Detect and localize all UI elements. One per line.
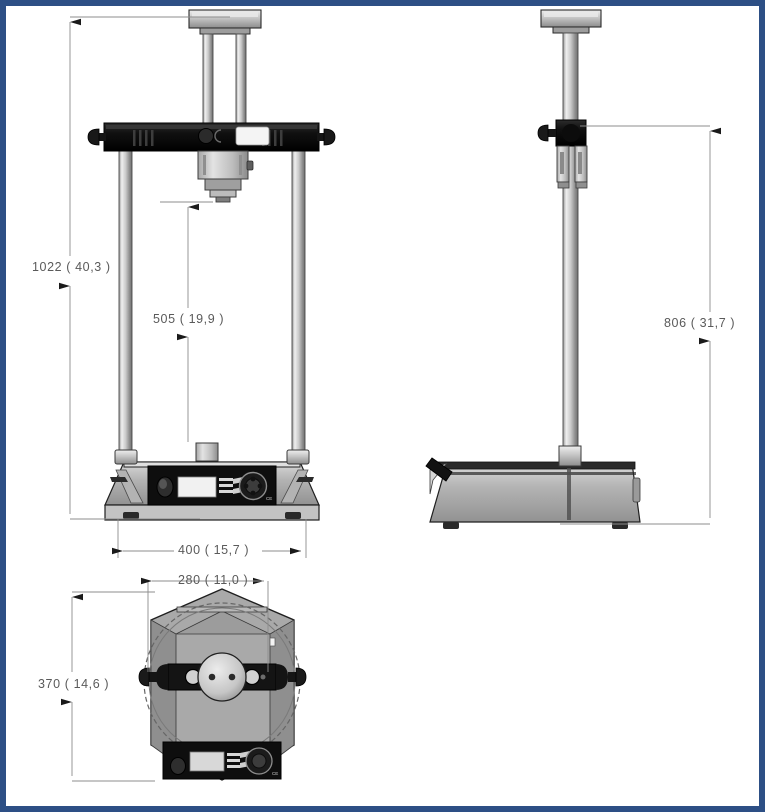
front-load-cell xyxy=(197,150,254,203)
dim-overall-height xyxy=(59,16,230,520)
top-indicator-light xyxy=(269,637,276,647)
side-main-column xyxy=(562,32,579,464)
dimension-label-column-height: 806 ( 31,7 ) xyxy=(664,316,736,330)
dimension-lines xyxy=(59,16,721,782)
dimension-label-overall-height: 1022 ( 40,3 ) xyxy=(32,260,111,274)
dim-overall-width xyxy=(112,519,307,558)
dimension-label-working-height: 505 ( 19,9 ) xyxy=(153,312,225,326)
carriage-knob-right xyxy=(317,128,336,146)
dimension-label-base-depth: 370 ( 14,6 ) xyxy=(38,677,110,691)
front-columns xyxy=(118,127,306,459)
carriage-knob-left xyxy=(87,128,106,146)
front-upper-rods xyxy=(202,33,247,129)
dimension-label-base-width: 280 ( 11,0 ) xyxy=(178,573,249,587)
top-knob-left xyxy=(138,667,157,687)
side-top-plate xyxy=(540,9,602,34)
front-carriage-crossbar xyxy=(103,122,320,152)
top-control-panel: CE xyxy=(162,741,282,780)
front-top-plate xyxy=(188,9,262,35)
side-carriage-block xyxy=(537,119,587,147)
side-base-body xyxy=(425,445,641,529)
dim-working-height xyxy=(160,201,213,442)
top-view-group: CE xyxy=(138,588,307,781)
front-view-group: CE xyxy=(87,9,336,521)
dimension-label-overall-width: 400 ( 15,7 ) xyxy=(178,543,250,557)
side-view-group xyxy=(425,9,641,529)
front-control-panel: CE xyxy=(147,465,277,506)
dim-column-height xyxy=(560,125,721,525)
front-lower-fixture xyxy=(195,442,219,462)
dim-base-depth xyxy=(61,591,155,782)
front-base-body: CE xyxy=(104,449,320,521)
dim-base-width xyxy=(141,577,269,672)
svg-text:CE: CE xyxy=(272,771,278,776)
svg-text:CE: CE xyxy=(266,496,272,501)
top-center-hub xyxy=(197,652,247,702)
top-knob-right xyxy=(288,667,307,687)
side-load-cell xyxy=(556,145,588,189)
